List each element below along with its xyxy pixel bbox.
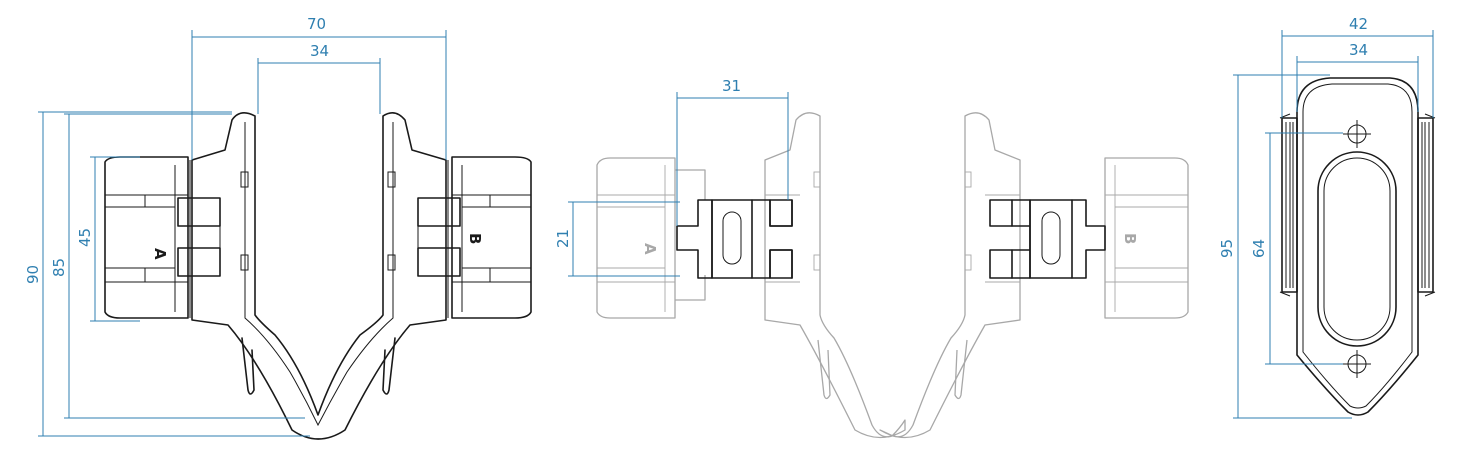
front-view: A B 70 34 90 — [24, 15, 532, 440]
side-body — [1296, 77, 1419, 416]
side-width-inner: 34 — [1349, 41, 1368, 59]
middle-left-link — [676, 199, 793, 279]
side-dim-34: 34 — [1296, 41, 1419, 112]
middle-right-ghost-module — [1104, 157, 1189, 319]
front-module-a: A — [104, 156, 221, 319]
middle-left-ghost-clip — [764, 112, 906, 439]
front-width-outer: 70 — [307, 15, 326, 33]
side-right-rail — [1417, 113, 1436, 297]
side-width-outer: 42 — [1349, 15, 1368, 33]
side-slot — [1317, 151, 1397, 347]
middle-right-link — [989, 199, 1106, 279]
front-right-leg — [382, 337, 396, 395]
side-slot-inner — [1323, 157, 1391, 341]
front-height-total: 90 — [24, 265, 42, 284]
middle-module-b-label: B — [1121, 233, 1139, 244]
front-dim-85: 85 — [50, 113, 305, 419]
front-window — [240, 254, 249, 271]
side-dim-64: 64 — [1250, 132, 1343, 365]
middle-dim-31: 31 — [676, 77, 789, 226]
middle-width-link: 31 — [722, 77, 741, 95]
front-module-b: B — [417, 156, 532, 319]
front-left-leg — [241, 337, 255, 395]
front-module-b-label: B — [466, 233, 484, 244]
side-left-rail — [1279, 113, 1298, 297]
side-top-hole — [1343, 120, 1371, 148]
side-view: 42 34 95 64 — [1218, 15, 1436, 419]
front-module-a-label: A — [151, 248, 169, 260]
front-height-body: 85 — [50, 258, 68, 277]
front-dim-45: 45 — [76, 156, 140, 322]
front-window — [387, 171, 396, 188]
front-dim-34: 34 — [257, 42, 381, 114]
side-height-slot: 64 — [1250, 239, 1268, 258]
middle-left-ghost-module — [596, 157, 676, 319]
middle-dim-21: 21 — [554, 201, 680, 277]
side-dim-95: 95 — [1218, 74, 1352, 419]
middle-module-a-label: A — [641, 243, 659, 255]
side-body-inner — [1302, 83, 1413, 409]
front-window — [240, 171, 249, 188]
front-width-inner: 34 — [310, 42, 329, 60]
side-dim-42: 42 — [1281, 15, 1434, 118]
front-dim-90: 90 — [24, 111, 310, 437]
middle-view: A B 31 — [554, 77, 1189, 439]
side-bottom-hole — [1343, 350, 1371, 378]
front-clip-inner — [244, 122, 394, 427]
side-height-total: 95 — [1218, 239, 1236, 258]
front-dim-70: 70 — [191, 15, 447, 160]
front-height-module: 45 — [76, 228, 94, 247]
middle-height-link: 21 — [554, 229, 572, 248]
middle-right-ghost-clip — [879, 112, 1021, 439]
front-clip-body — [191, 112, 447, 440]
front-window — [387, 254, 396, 271]
